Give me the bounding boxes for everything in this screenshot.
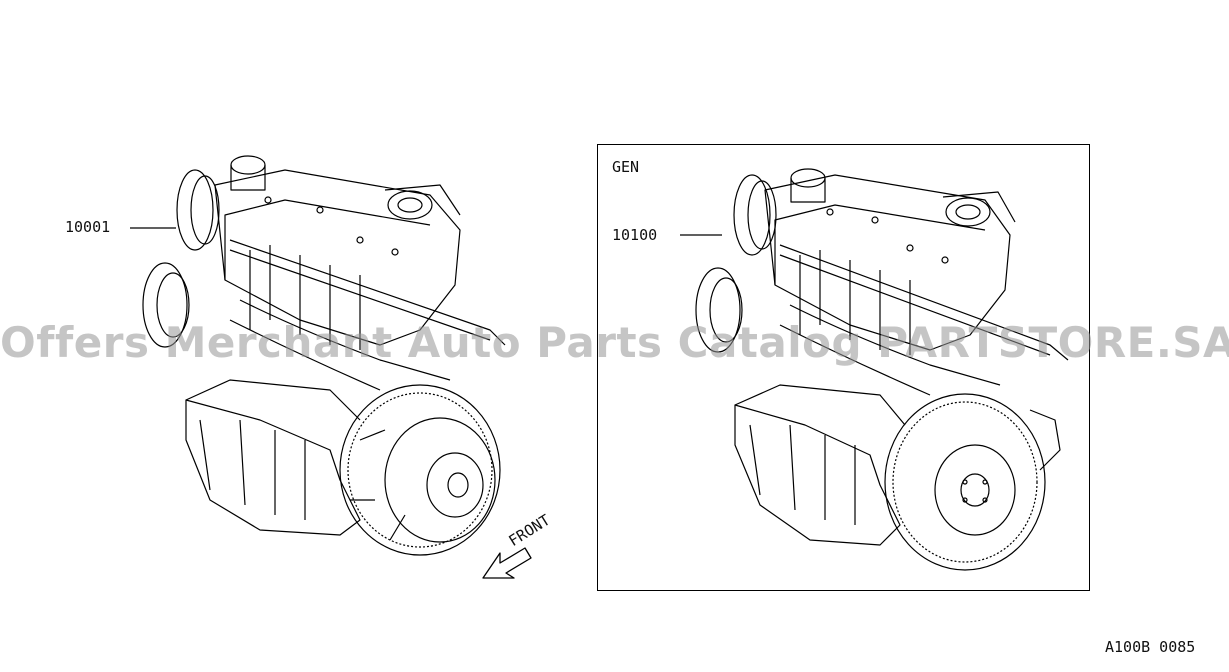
gen-label: GEN — [612, 158, 640, 176]
part-number-left: 10001 — [65, 218, 111, 236]
figure-code: A100B 0085 — [1105, 638, 1196, 656]
engine-assembly-right — [680, 168, 1069, 571]
front-arrow-icon — [482, 547, 532, 579]
gen-variant-frame — [597, 144, 1090, 591]
part-number-right: 10100 — [612, 226, 658, 244]
engine-assembly-left — [130, 155, 506, 556]
